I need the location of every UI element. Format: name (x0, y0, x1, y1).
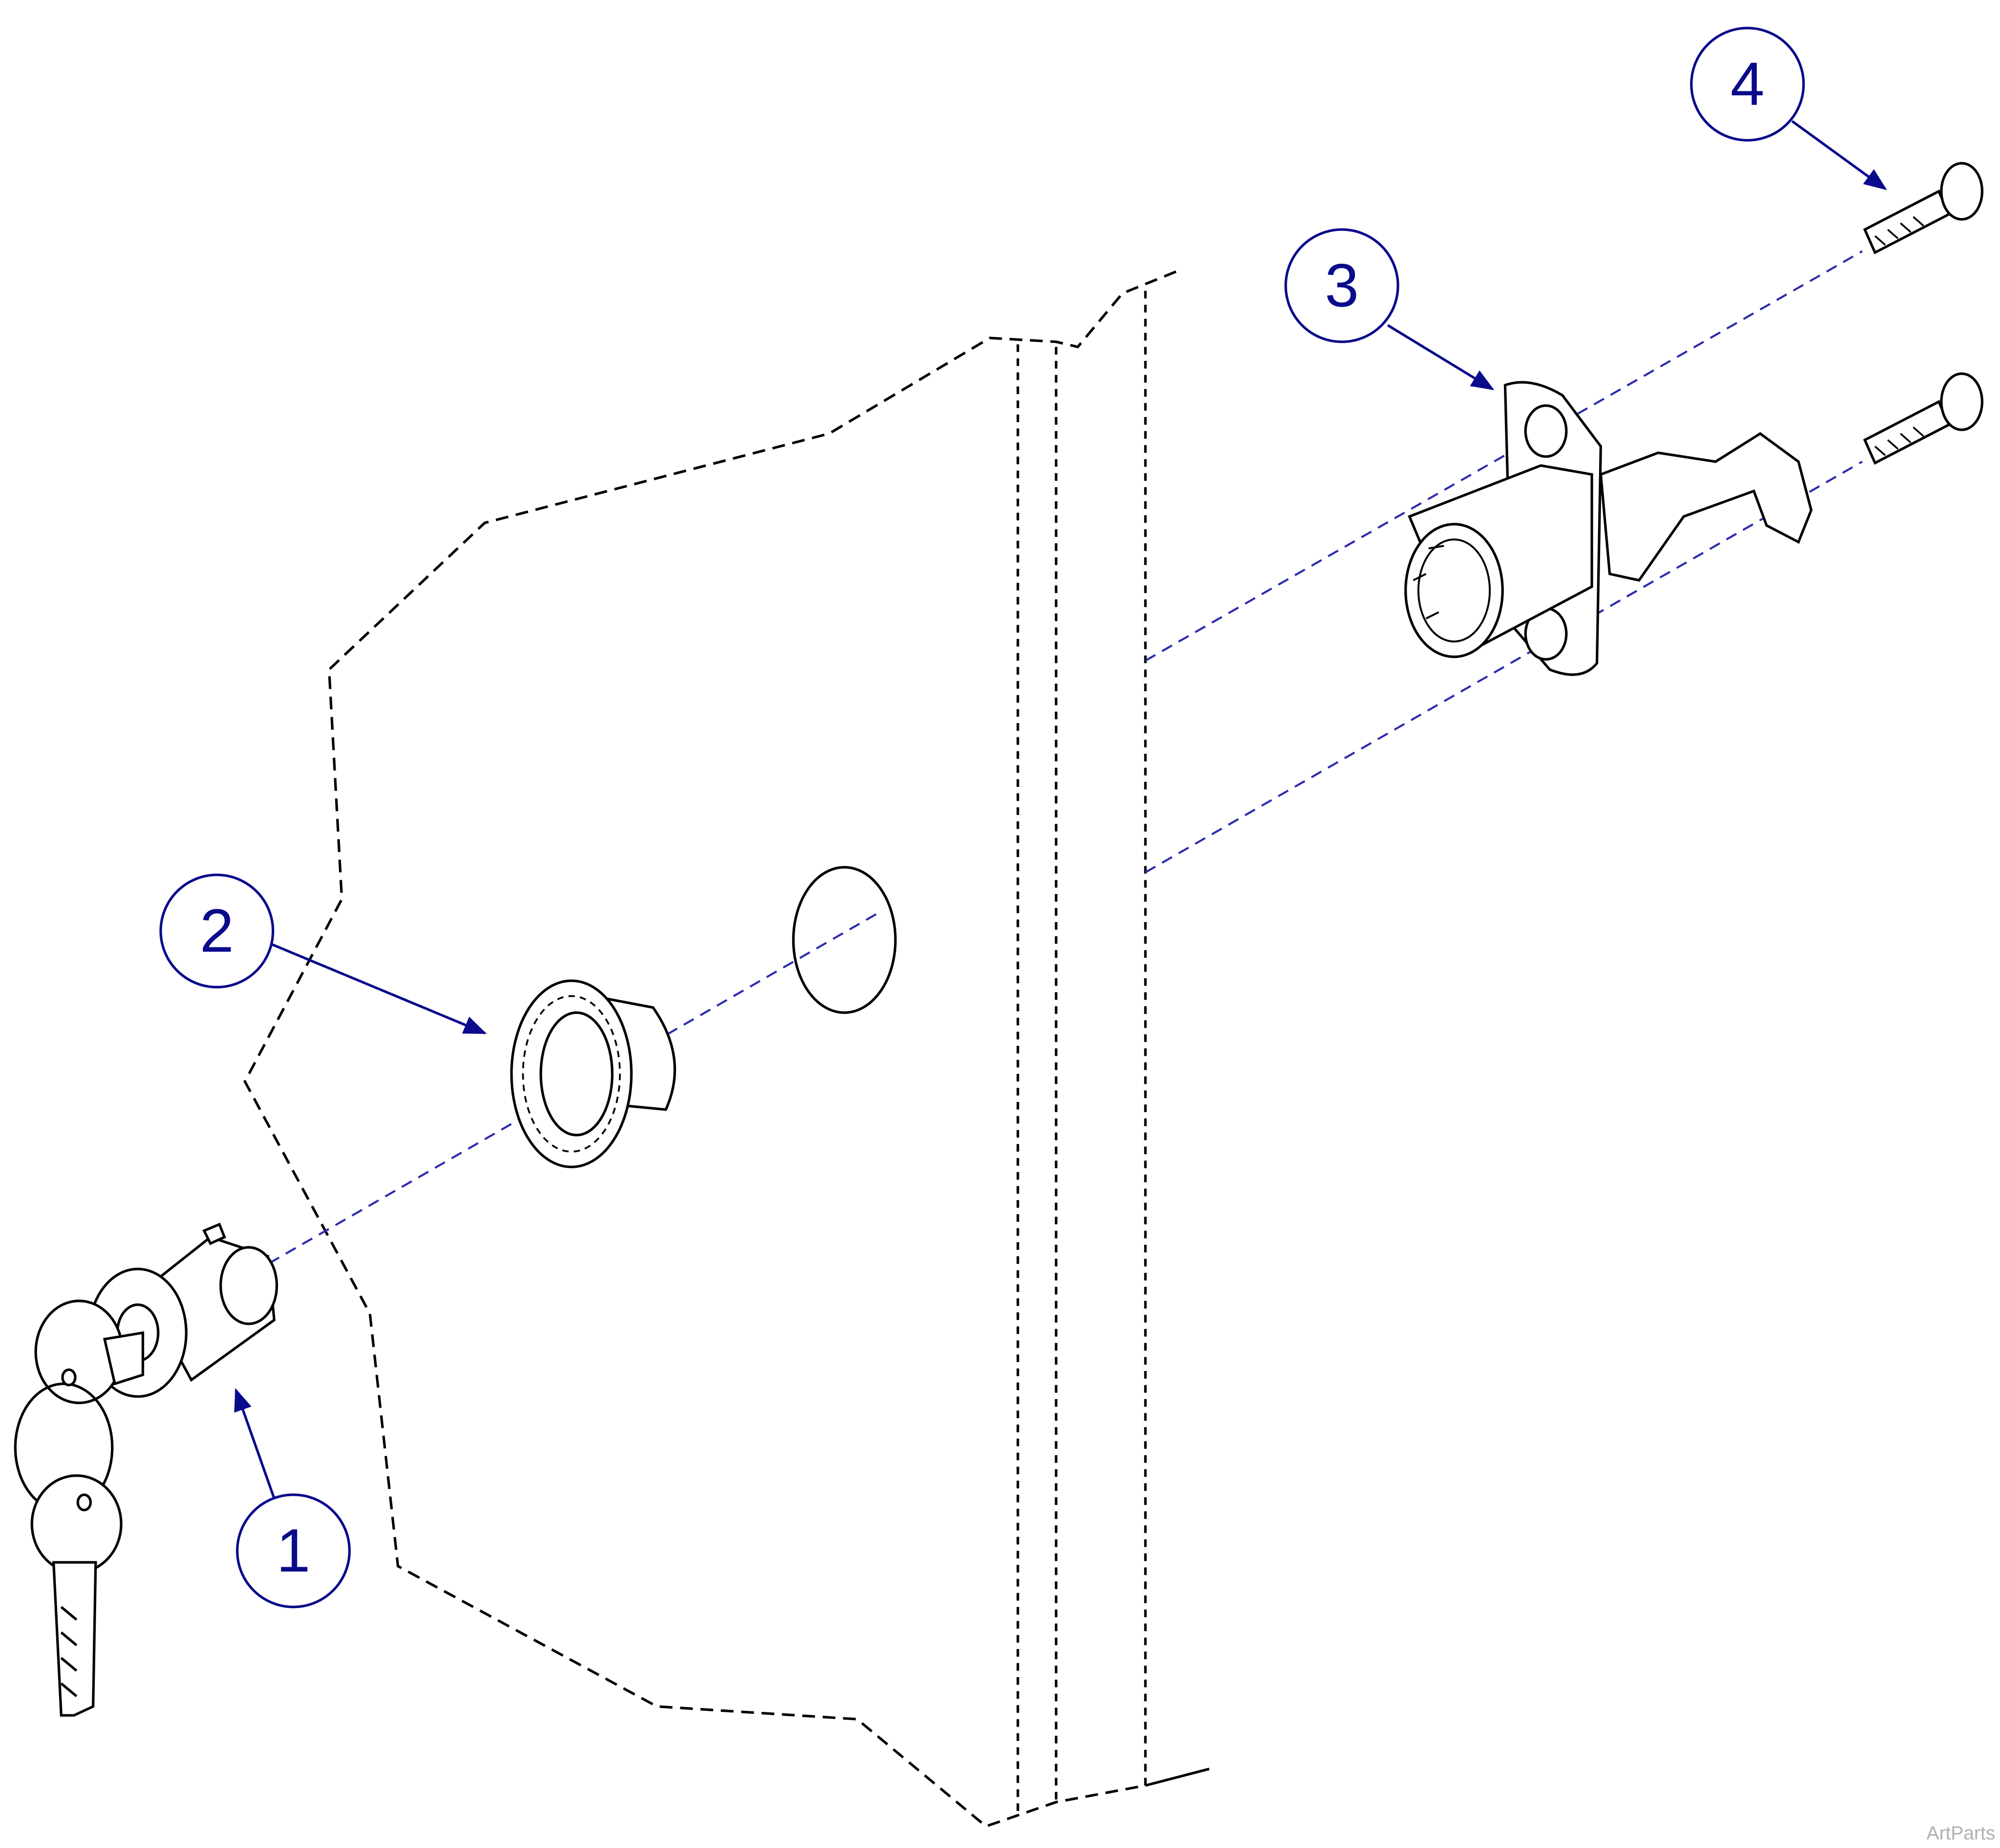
leader-3 (1387, 324, 1494, 390)
callout-4: 4 (1690, 27, 1805, 142)
callout-1-label: 1 (276, 1517, 310, 1585)
leader-2 (269, 943, 487, 1034)
panel-hole (792, 866, 897, 1014)
callout-leaders (234, 120, 1887, 1499)
flanged-bushing (510, 979, 677, 1169)
lock-cylinder-with-keys (14, 1222, 279, 1717)
callout-1: 1 (236, 1493, 351, 1609)
callout-2: 2 (159, 874, 275, 989)
watermark: ArtParts (1926, 1823, 1995, 1844)
callout-2-label: 2 (200, 897, 234, 965)
callout-3-label: 3 (1325, 252, 1359, 320)
lock-body-with-cam (1404, 381, 1813, 676)
assembly-centerlines (252, 250, 1863, 1274)
callout-4-label: 4 (1731, 50, 1765, 118)
leader-4 (1791, 120, 1887, 190)
leader-1 (234, 1388, 276, 1499)
mounting-screws (1863, 162, 1984, 465)
callout-3: 3 (1284, 228, 1400, 343)
drawer-panel-outline (243, 270, 1210, 1828)
